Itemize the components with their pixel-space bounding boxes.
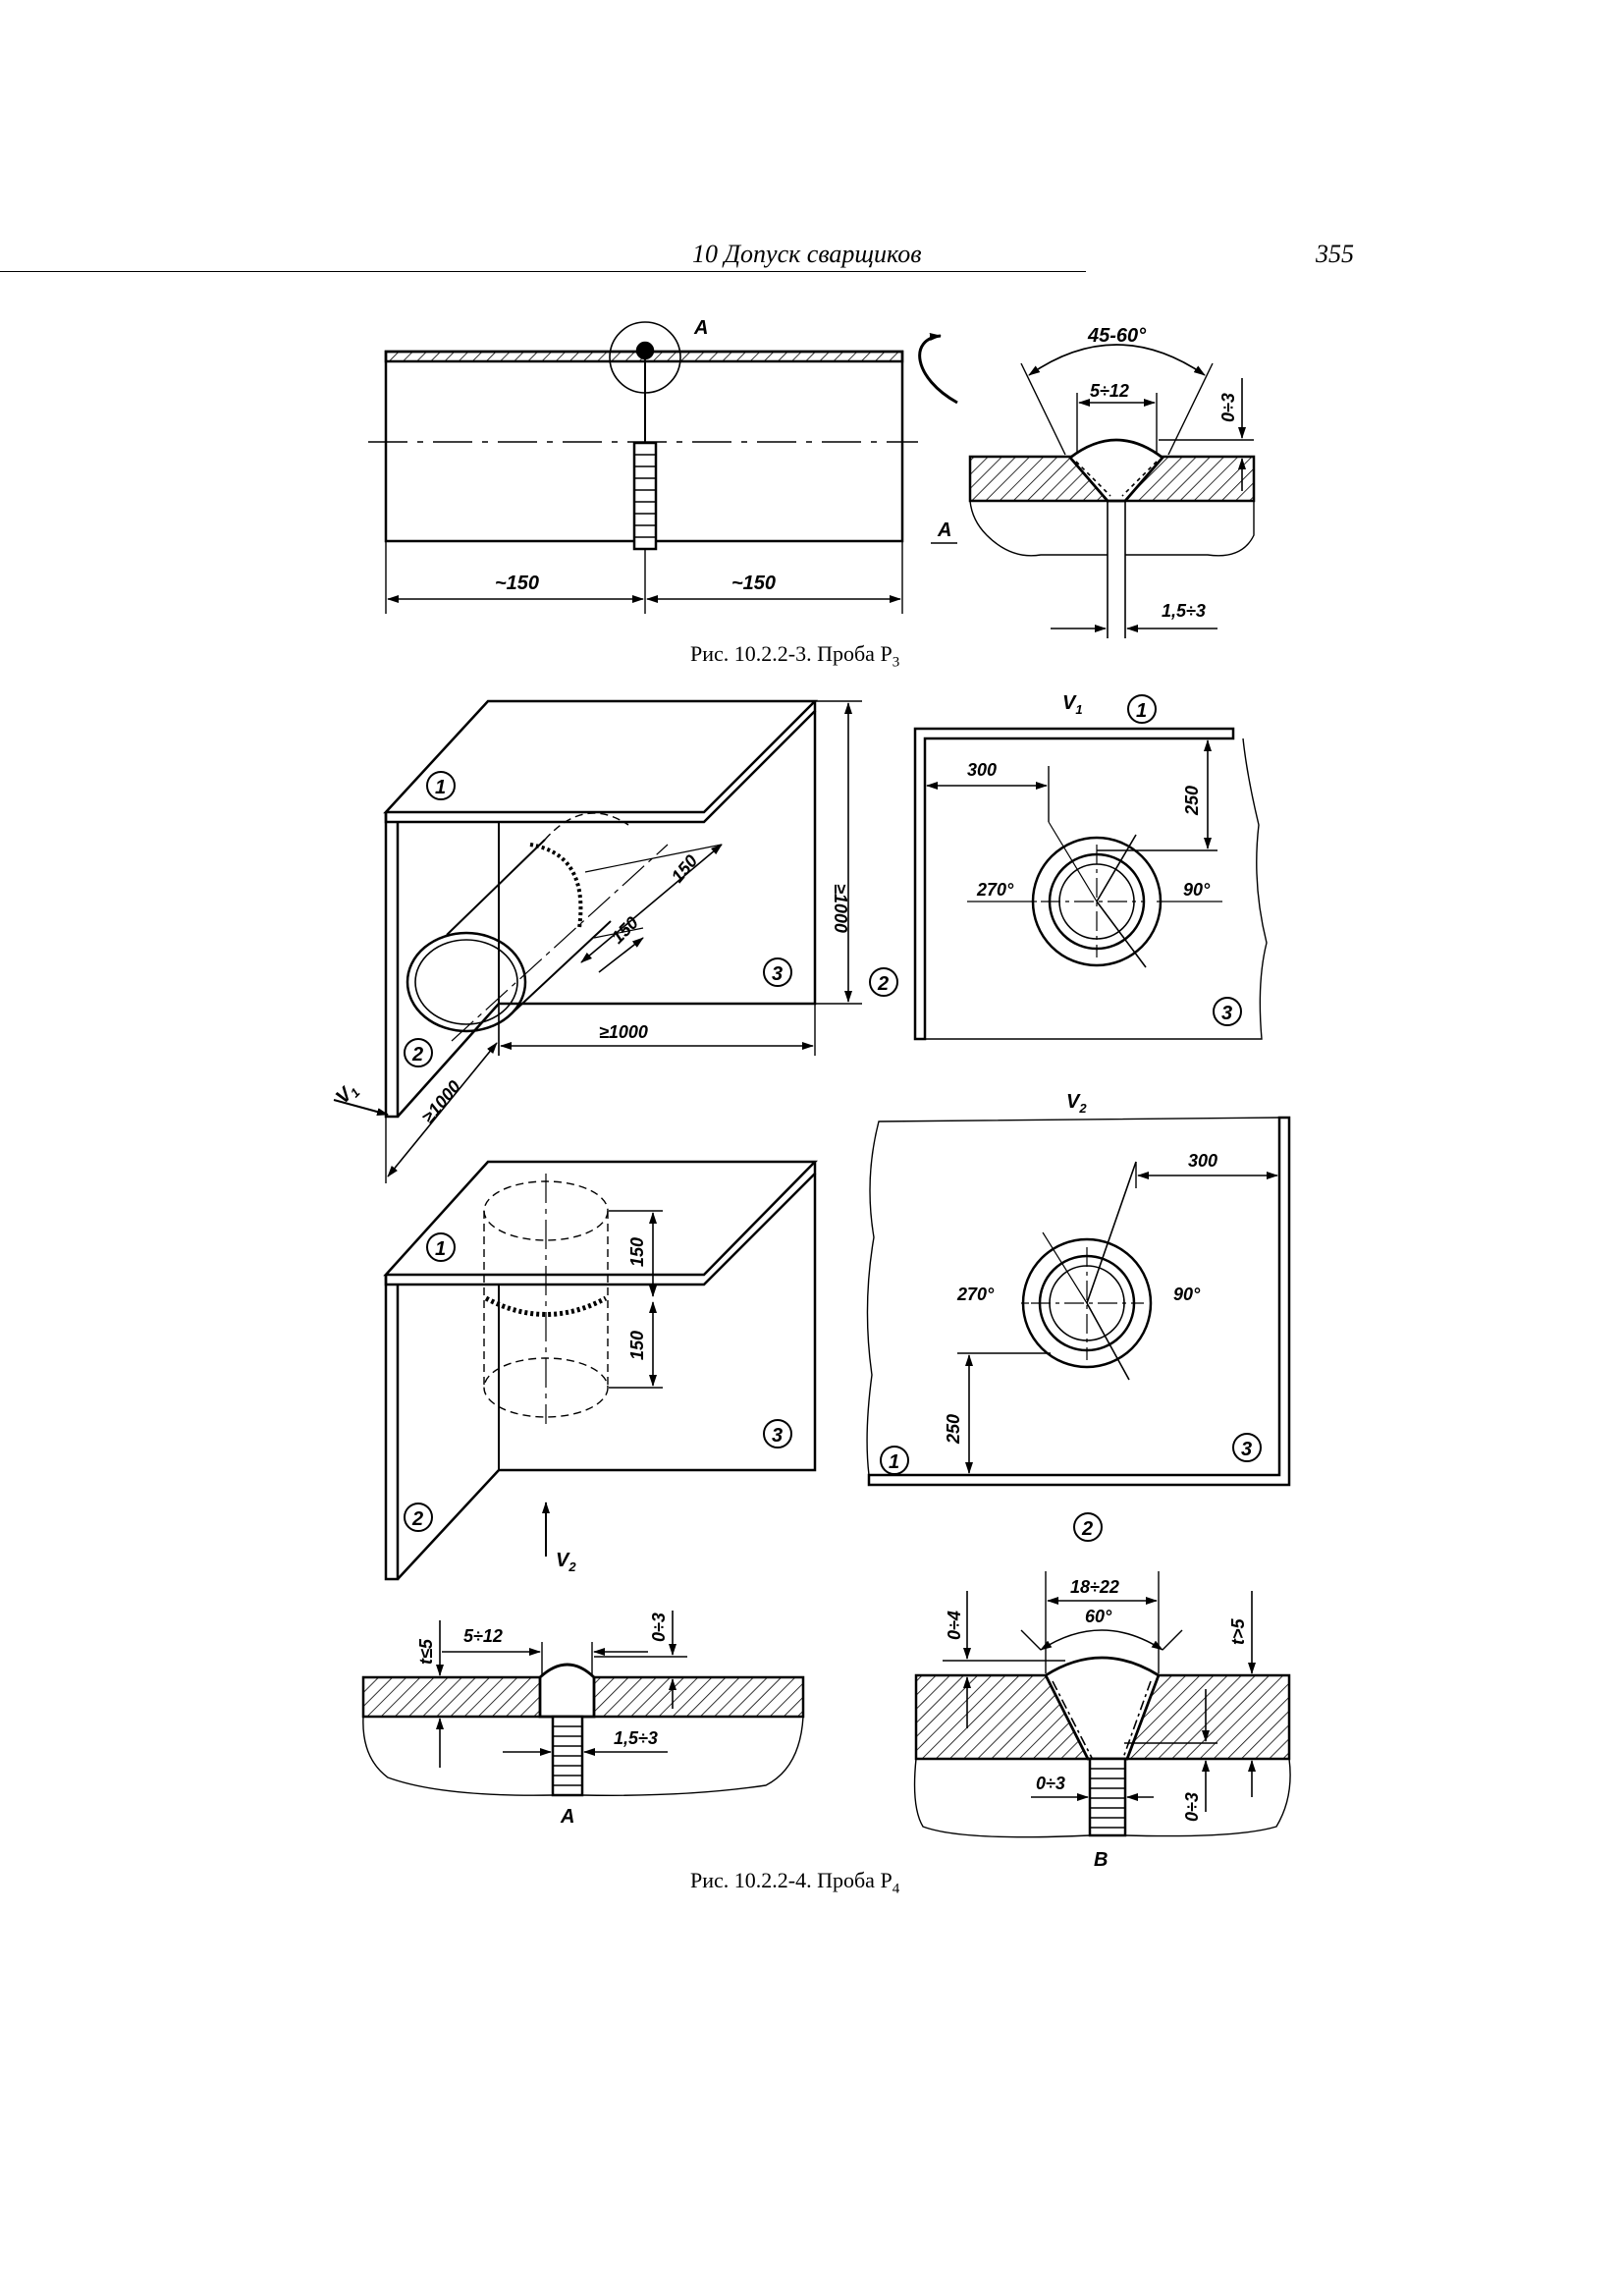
- joint-detail-a: [931, 344, 1256, 638]
- v2-angle-right: 90°: [1173, 1285, 1201, 1304]
- bevel-angle: 45-60°: [1087, 325, 1147, 347]
- detail-a-thickness: t≤5: [416, 1638, 436, 1665]
- weld-detail-a: [361, 1611, 805, 1797]
- detail-a-reinforcement: 0÷3: [649, 1613, 669, 1642]
- plate-1-label-b: 1: [435, 1238, 446, 1260]
- detail-b-root-face: 0÷3: [1182, 1792, 1202, 1822]
- plate-2-label-b: 2: [411, 1508, 423, 1530]
- view-v1-markers: [869, 694, 1242, 1026]
- v2-plate-1: 1: [889, 1451, 899, 1473]
- detail-callout: A: [937, 519, 951, 541]
- plate-3-label: 3: [772, 963, 783, 985]
- iso-top-plate-markers: [404, 771, 792, 1067]
- plate-3-label-b: 3: [772, 1425, 783, 1447]
- iso-b-len-2: 150: [627, 1331, 647, 1360]
- detail-b-gap-width: 18÷22: [1070, 1577, 1119, 1597]
- v2-angle-left: 270°: [956, 1285, 995, 1304]
- v2-dim-x: 300: [1188, 1151, 1217, 1171]
- page-header: 10 Допуск сварщиков 355: [268, 240, 1354, 269]
- pipe-drawing: [368, 321, 918, 614]
- plate-2-label: 2: [411, 1044, 423, 1066]
- detail-a-gap-width: 5÷12: [463, 1626, 503, 1646]
- detail-a-name: A: [560, 1806, 574, 1828]
- v2-plate-3: 3: [1241, 1439, 1252, 1460]
- figure-2-caption: Рис. 10.2.2-4. Проба Р4: [690, 1868, 900, 1897]
- detail-b-root-gap: 0÷3: [1036, 1774, 1065, 1793]
- weld-detail-b: [913, 1571, 1291, 1838]
- detail-mark: A: [693, 317, 708, 339]
- reinforcement: 0÷3: [1218, 393, 1238, 422]
- rotation-arrow-icon: [918, 333, 958, 405]
- iso-horizontal-pipe: [333, 699, 862, 1183]
- v2-dim-y: 250: [944, 1414, 963, 1445]
- v1-angle-right: 90°: [1183, 880, 1211, 900]
- page-number: 355: [1316, 240, 1354, 268]
- pipe-dim-left: ~150: [495, 573, 539, 594]
- running-title: 10 Допуск сварщиков: [692, 240, 922, 268]
- iso-height: ≥1000: [831, 884, 850, 933]
- v1-plate-3: 3: [1221, 1003, 1232, 1024]
- v2-plate-2: 2: [1081, 1518, 1093, 1540]
- v1-dim-y: 250: [1182, 786, 1202, 816]
- iso-len-1: 150: [668, 851, 702, 887]
- v1-plate-1: 1: [1136, 700, 1147, 722]
- iso-bottom-plate-markers: [404, 1232, 792, 1532]
- view-v1-title: V1: [1062, 692, 1083, 717]
- view-v2-markers: [880, 1433, 1262, 1542]
- view-v2-arrow-label: V2: [556, 1550, 576, 1574]
- view-v2: [866, 1116, 1291, 1487]
- detail-b-thickness-2: t>5: [1228, 1617, 1248, 1645]
- pipe-dim-right: ~150: [731, 573, 776, 594]
- v1-angle-left: 270°: [976, 880, 1014, 900]
- v1-dim-x: 300: [967, 760, 997, 780]
- detail-b-name: B: [1094, 1849, 1108, 1871]
- detail-b-thickness-1: 0÷4: [945, 1611, 964, 1640]
- iso-vertical-pipe: [383, 1160, 818, 1581]
- view-v2-title: V2: [1066, 1091, 1087, 1116]
- view-v1-arrow-label: V1: [332, 1078, 363, 1110]
- figure-1-caption: Рис. 10.2.2-3. Проба Р3: [690, 641, 900, 671]
- iso-b-len-1: 150: [627, 1237, 647, 1267]
- view-v1: [913, 727, 1268, 1041]
- detail-a-root-gap: 1,5÷3: [614, 1728, 658, 1748]
- iso-width: ≥1000: [599, 1022, 648, 1042]
- gap-width: 5÷12: [1090, 381, 1129, 401]
- root-gap: 1,5÷3: [1162, 601, 1206, 621]
- header-rule: [0, 271, 1086, 272]
- plate-1-label: 1: [435, 777, 446, 798]
- detail-b-angle: 60°: [1085, 1607, 1112, 1626]
- v1-plate-2: 2: [877, 973, 889, 995]
